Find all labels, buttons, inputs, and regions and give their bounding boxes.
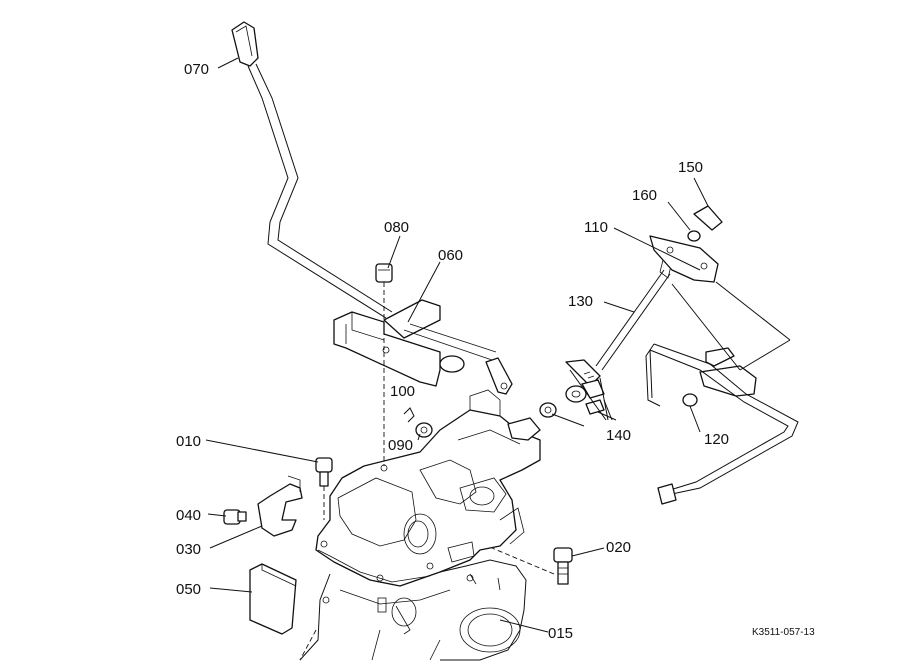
callout-010: 010 xyxy=(176,433,201,450)
callout-130: 130 xyxy=(568,293,593,310)
cable-assembly xyxy=(645,343,799,505)
bolt-040 xyxy=(223,509,247,525)
callout-070: 070 xyxy=(184,61,209,78)
lever-070 xyxy=(231,21,393,319)
callout-120: 120 xyxy=(704,431,729,448)
leader-lines xyxy=(205,57,791,633)
callout-080: 080 xyxy=(384,219,409,236)
callout-060: 060 xyxy=(438,247,463,264)
bolt-080 xyxy=(375,263,393,350)
rod-130 xyxy=(595,255,673,371)
bolt-020 xyxy=(491,547,573,585)
pin-100 xyxy=(383,352,415,466)
callout-160: 160 xyxy=(632,187,657,204)
linkage-140 xyxy=(539,359,605,418)
callout-150: 150 xyxy=(678,159,703,176)
callout-labels: 070 080 060 150 160 110 130 100 090 140 … xyxy=(176,61,729,642)
engine-housing xyxy=(315,389,541,587)
lower-housing xyxy=(299,559,527,661)
drawing-code: K3511-057-13 xyxy=(752,627,815,638)
callout-040: 040 xyxy=(176,507,201,524)
callout-100: 100 xyxy=(390,383,415,400)
bolt-010 xyxy=(315,457,333,520)
washer-090 xyxy=(415,422,433,438)
callout-020: 020 xyxy=(606,539,631,556)
plate-050 xyxy=(249,563,297,635)
knob-150 xyxy=(693,205,723,231)
callout-110: 110 xyxy=(584,219,608,236)
bracket-060 xyxy=(333,299,513,395)
callout-030: 030 xyxy=(176,541,201,558)
clip-030 xyxy=(257,475,303,537)
callout-140: 140 xyxy=(606,427,631,444)
plate-110 xyxy=(649,235,719,283)
callout-050: 050 xyxy=(176,581,201,598)
callout-015: 015 xyxy=(548,625,573,642)
nut-160 xyxy=(687,230,701,242)
callout-090: 090 xyxy=(388,437,413,454)
